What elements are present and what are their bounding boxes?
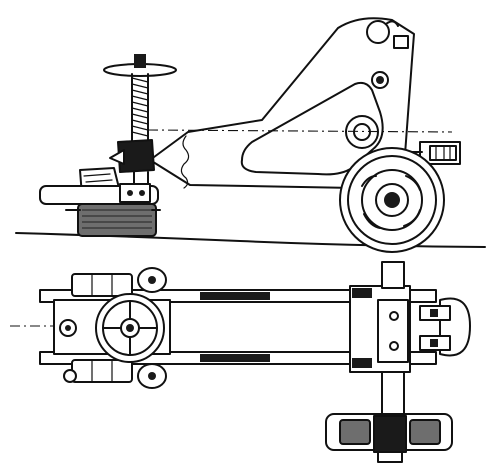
top-pivot (366, 20, 390, 44)
top-clip (393, 35, 409, 49)
plan-wheel (325, 413, 453, 463)
front-foot (39, 167, 161, 237)
side-elevation-view (15, 17, 486, 253)
upper-nut-center (376, 76, 384, 84)
handwheel-knob (134, 54, 146, 68)
threaded-screw (131, 73, 149, 143)
rear-hitch (419, 297, 471, 357)
screw-jack (103, 54, 177, 189)
rear-bearing-block (349, 285, 411, 373)
rear-wheel (339, 147, 445, 253)
foot-pad (77, 203, 157, 237)
axle-stub-bottom (381, 371, 405, 415)
plan-view (10, 261, 471, 463)
top-lug (385, 20, 399, 27)
front-roller-bottom (71, 359, 133, 383)
axle-stub-top (381, 261, 405, 289)
upper-rail-shade (200, 292, 270, 300)
plan-handwheel[interactable] (95, 293, 165, 363)
axle-boss-inner (353, 123, 371, 141)
front-roller-cap (63, 369, 77, 383)
break-line (180, 135, 190, 189)
front-roller-top (71, 273, 133, 297)
lower-rail-shade (200, 354, 270, 362)
frame-casting (149, 17, 415, 189)
